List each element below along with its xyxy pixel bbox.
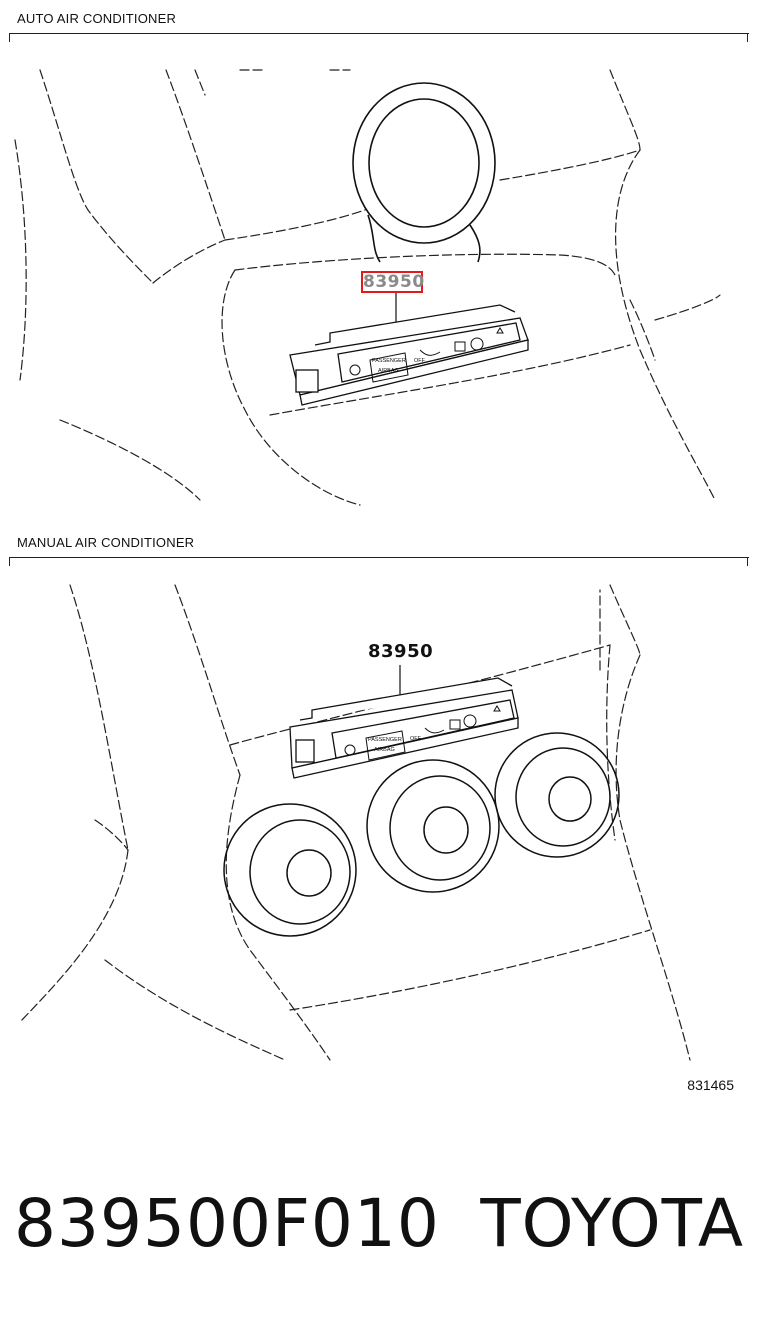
illustration-number: 831465 [687, 1077, 734, 1093]
auto-frame-tick-right [747, 33, 748, 42]
auto-ac-illustration: PASSENGER AIRBAG OFF [14, 69, 721, 506]
auto-switch-off-label: OFF [414, 358, 426, 364]
brand-name: TOYOTA [480, 1185, 744, 1262]
manual-switch-off-label: OFF [410, 736, 422, 742]
manual-part-callout[interactable]: 83950 [368, 641, 434, 662]
auto-part-callout[interactable]: 83950 [361, 271, 425, 293]
auto-switch-airbag-label: AIRBAG [378, 368, 399, 374]
manual-switch-passenger-label: PASSENGER [368, 737, 402, 743]
auto-frame-tick-left [9, 33, 10, 42]
manual-section-title: MANUAL AIR CONDITIONER [17, 535, 195, 550]
manual-frame-tick-right [747, 557, 748, 566]
auto-frame-line [9, 33, 749, 34]
auto-section-title: AUTO AIR CONDITIONER [17, 11, 177, 26]
part-number: 839500F010 [14, 1185, 440, 1262]
manual-ac-illustration: PASSENGER AIRBAG OFF [19, 584, 691, 1061]
manual-switch-airbag-label: AIRBAG [374, 747, 395, 753]
auto-switch-passenger-label: PASSENGER [372, 358, 406, 364]
manual-frame-tick-left [9, 557, 10, 566]
manual-frame-line [9, 557, 749, 558]
